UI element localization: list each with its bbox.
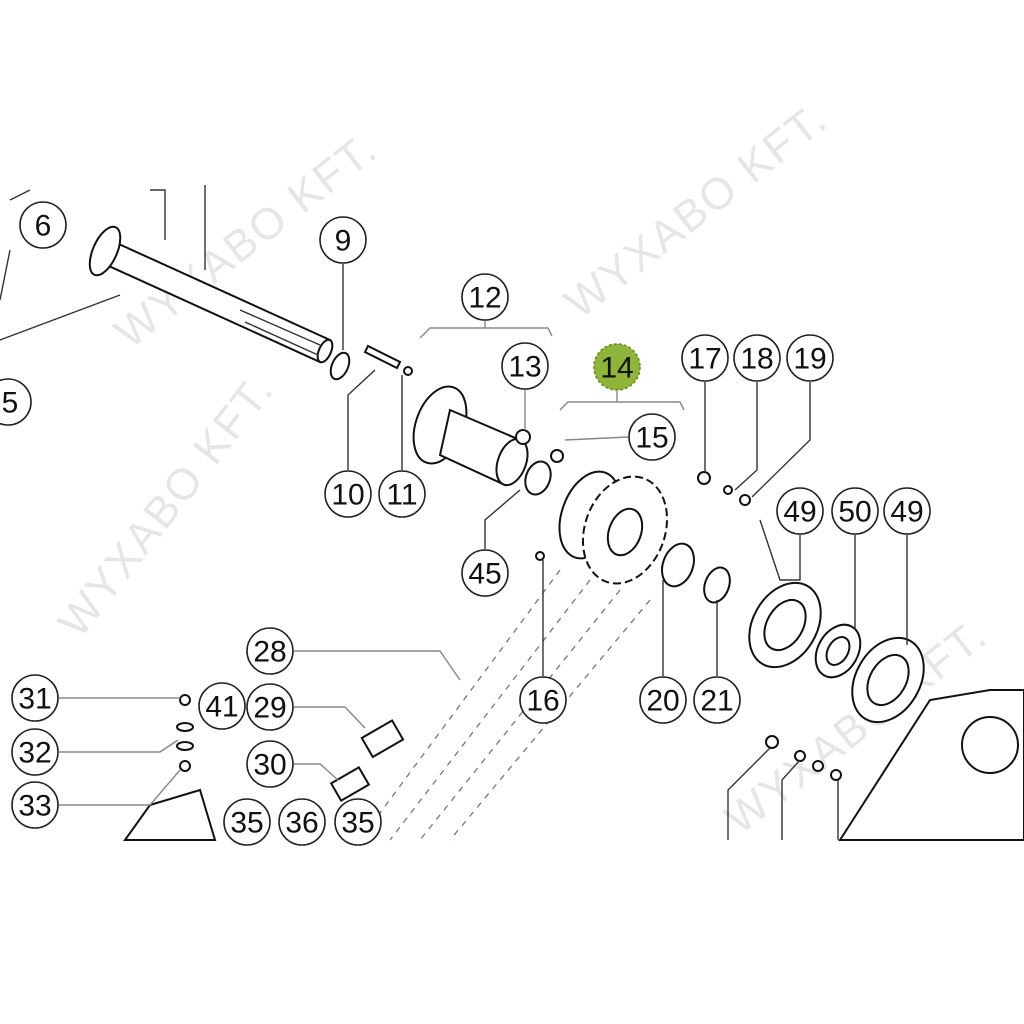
svg-text:17: 17 [688,343,721,376]
svg-text:31: 31 [18,683,51,716]
washer [550,449,564,463]
svg-text:12: 12 [468,282,501,315]
chain [359,569,651,841]
circlip [703,566,731,604]
callout-15[interactable]: 15 [628,413,676,461]
nut [403,366,413,376]
svg-text:35: 35 [341,807,374,840]
svg-text:49: 49 [890,496,923,529]
blank-area [0,845,1024,1024]
screw [697,471,711,485]
svg-text:33: 33 [18,790,51,823]
callout-11[interactable]: 11 [378,470,426,518]
callout-28[interactable]: 28 [246,627,294,675]
callout-17[interactable]: 17 [681,334,729,382]
callout-29[interactable]: 29 [246,683,294,731]
svg-text:13: 13 [508,351,541,384]
ring [661,542,695,588]
callout-6[interactable]: 6 [19,201,67,249]
callout-9[interactable]: 9 [319,216,367,264]
callout-31[interactable]: 31 [11,674,59,722]
callout-18[interactable]: 18 [733,334,781,382]
callout-35b[interactable]: 35 [334,798,382,846]
callout-21[interactable]: 21 [693,676,741,724]
svg-text:30: 30 [253,749,286,782]
callout-50[interactable]: 50 [831,487,879,535]
svg-text:35: 35 [230,807,263,840]
washer [723,485,733,495]
bolt [363,344,402,370]
callout-49[interactable]: 49 [776,487,824,535]
svg-text:14: 14 [600,352,633,385]
grub-screw [535,551,545,561]
callout-49b[interactable]: 49 [883,487,931,535]
svg-text:50: 50 [838,496,871,529]
svg-text:28: 28 [253,636,286,669]
callout-16[interactable]: 16 [519,676,567,724]
bushing [524,460,552,496]
nut [739,494,751,506]
svg-text:6: 6 [35,210,52,243]
callout-41[interactable]: 41 [198,682,246,730]
callout-32[interactable]: 32 [11,728,59,776]
shaft [0,185,334,364]
callout-20[interactable]: 20 [639,676,687,724]
callout-35[interactable]: 35 [223,798,271,846]
svg-text:41: 41 [205,691,238,724]
sprocket [558,470,669,585]
svg-text:16: 16 [526,685,559,718]
svg-text:9: 9 [335,225,352,258]
svg-text:32: 32 [18,737,51,770]
callout-12[interactable]: 12 [461,273,509,321]
callout-13[interactable]: 13 [501,342,549,390]
svg-text:45: 45 [468,558,501,591]
svg-text:29: 29 [253,692,286,725]
svg-text:5: 5 [2,387,19,420]
svg-text:18: 18 [740,343,773,376]
watermark: WYXABO KFT. [49,366,283,647]
svg-text:11: 11 [386,479,417,512]
callout-36[interactable]: 36 [278,798,326,846]
callout-10[interactable]: 10 [324,470,372,518]
watermark: WYXABO KFT. [556,94,837,328]
callout-14-highlighted[interactable]: 14 [593,343,641,391]
svg-text:21: 21 [700,685,733,718]
chain-link [329,765,371,803]
chain-link [360,719,405,759]
retaining-ring [329,351,351,381]
callout-5[interactable]: 5 [0,378,32,426]
svg-text:15: 15 [635,422,668,455]
leader-lines [59,264,908,806]
flange-hub [412,385,531,487]
callout-19[interactable]: 19 [786,334,834,382]
svg-text:36: 36 [285,807,318,840]
svg-text:49: 49 [783,496,816,529]
callout-30[interactable]: 30 [246,740,294,788]
callout-45[interactable]: 45 [461,549,509,597]
svg-text:10: 10 [331,479,364,512]
svg-text:20: 20 [646,685,679,718]
svg-text:19: 19 [793,343,826,376]
callout-33[interactable]: 33 [11,781,59,829]
